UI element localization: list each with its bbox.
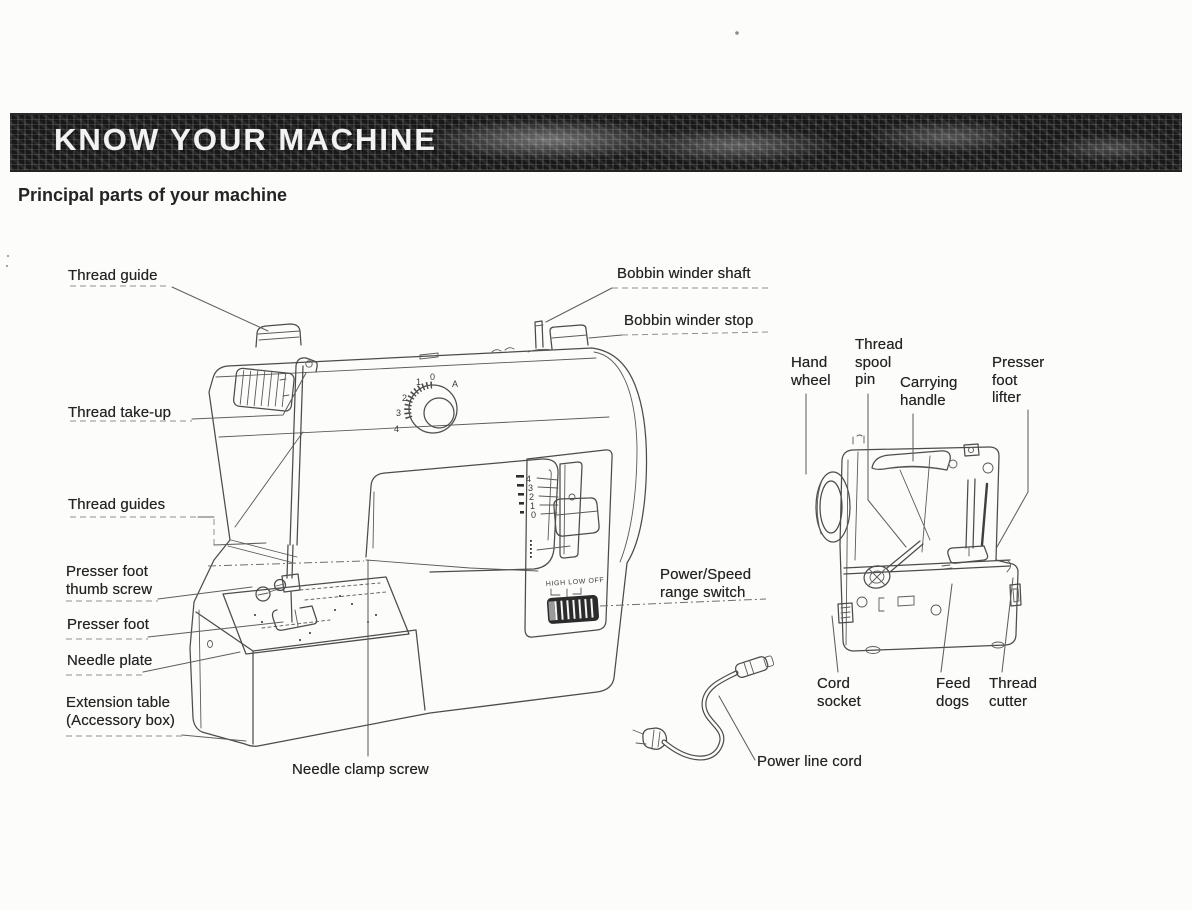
label-presser-foot-lifter: Presser foot lifter (992, 354, 1045, 407)
presser-foot-lifter-part (947, 478, 989, 564)
label-thread-guide: Thread guide (68, 267, 158, 284)
label-extension-table: Extension table (Accessory box) (66, 694, 176, 729)
leader-lines (66, 285, 1029, 761)
bobbin-winder-shaft-part (534, 320, 544, 349)
dial-number: 4 (394, 424, 399, 434)
rear-machine-outline (839, 446, 1019, 652)
power-cord-drawing (632, 655, 775, 761)
svg-text:0: 0 (531, 510, 536, 520)
label-thread-cutter: Thread cutter (989, 675, 1038, 710)
power-switch-positions: HIGH LOW OFF (546, 577, 605, 588)
front-machine-drawing: 1 0 2 3 4 A (189, 320, 648, 747)
svg-text:3: 3 (528, 483, 533, 493)
presser-foot-thumb-screw-part (255, 586, 271, 602)
hand-wheel-part (815, 471, 851, 543)
label-feed-dogs: Feed dogs (936, 675, 971, 710)
dial-letter: A (452, 379, 458, 389)
label-bobbin-winder-stop: Bobbin winder stop (624, 312, 754, 329)
label-carrying-handle: Carrying handle (900, 374, 958, 409)
svg-text:2: 2 (529, 492, 534, 502)
label-thread-spool-pin: Thread spool pin (855, 336, 904, 389)
stitch-length-scale: 4 3 2 1 0 (516, 474, 571, 558)
label-needle-clamp-screw: Needle clamp screw (292, 761, 429, 778)
banner-title: KNOW YOUR MACHINE (54, 122, 438, 157)
needle-part (290, 591, 293, 623)
carrying-handle-part (871, 450, 951, 471)
svg-text:1: 1 (530, 501, 535, 511)
thread-guide-part (255, 323, 302, 348)
presser-foot-part (271, 605, 318, 631)
label-thread-guides: Thread guides (68, 496, 166, 513)
spool-pin-hole (948, 459, 958, 469)
thread-take-up-part (289, 357, 318, 546)
dial-number: 2 (402, 393, 407, 403)
label-bobbin-winder-shaft: Bobbin winder shaft (617, 265, 751, 282)
power-speed-switch: HIGH LOW OFF (546, 577, 605, 624)
label-presser-foot-thumb-screw: Presser foot thumb screw (66, 563, 153, 598)
needle-presser-foot-group (255, 544, 318, 631)
label-power-line-cord: Power line cord (757, 753, 862, 770)
pattern-selector-dial: 1 0 2 3 4 A (394, 372, 458, 434)
dial-number: 0 (430, 372, 435, 382)
stitch-length-slider-knob (553, 493, 600, 537)
tension-dial (232, 367, 295, 412)
label-hand-wheel: Hand wheel (791, 354, 831, 389)
needle-plate-part (222, 576, 410, 655)
scan-specks (5, 31, 739, 268)
label-presser-foot: Presser foot (67, 616, 150, 633)
dial-number: 1 (416, 377, 421, 387)
rear-machine-drawing (815, 434, 1022, 654)
control-panel: 4 3 2 1 0 (516, 449, 613, 638)
svg-text:4: 4 (526, 474, 531, 484)
label-cord-socket: Cord socket (817, 675, 861, 710)
label-thread-take-up: Thread take-up (68, 404, 172, 421)
cord-connector (734, 655, 775, 678)
needle-clamp-screw-part (273, 578, 287, 592)
cord-socket-part (837, 602, 854, 624)
page-subtitle: Principal parts of your machine (18, 185, 288, 205)
extension-table-part (195, 609, 426, 745)
label-needle-plate: Needle plate (67, 652, 153, 669)
thread-spool-pin-part (863, 540, 924, 589)
front-machine-outline (189, 347, 648, 747)
bobbin-winder-stop-part (527, 324, 589, 353)
section-banner: KNOW YOUR MACHINE (10, 113, 1182, 172)
dial-number: 3 (396, 408, 401, 418)
label-power-speed-range-switch: Power/Speed range switch (660, 566, 752, 601)
